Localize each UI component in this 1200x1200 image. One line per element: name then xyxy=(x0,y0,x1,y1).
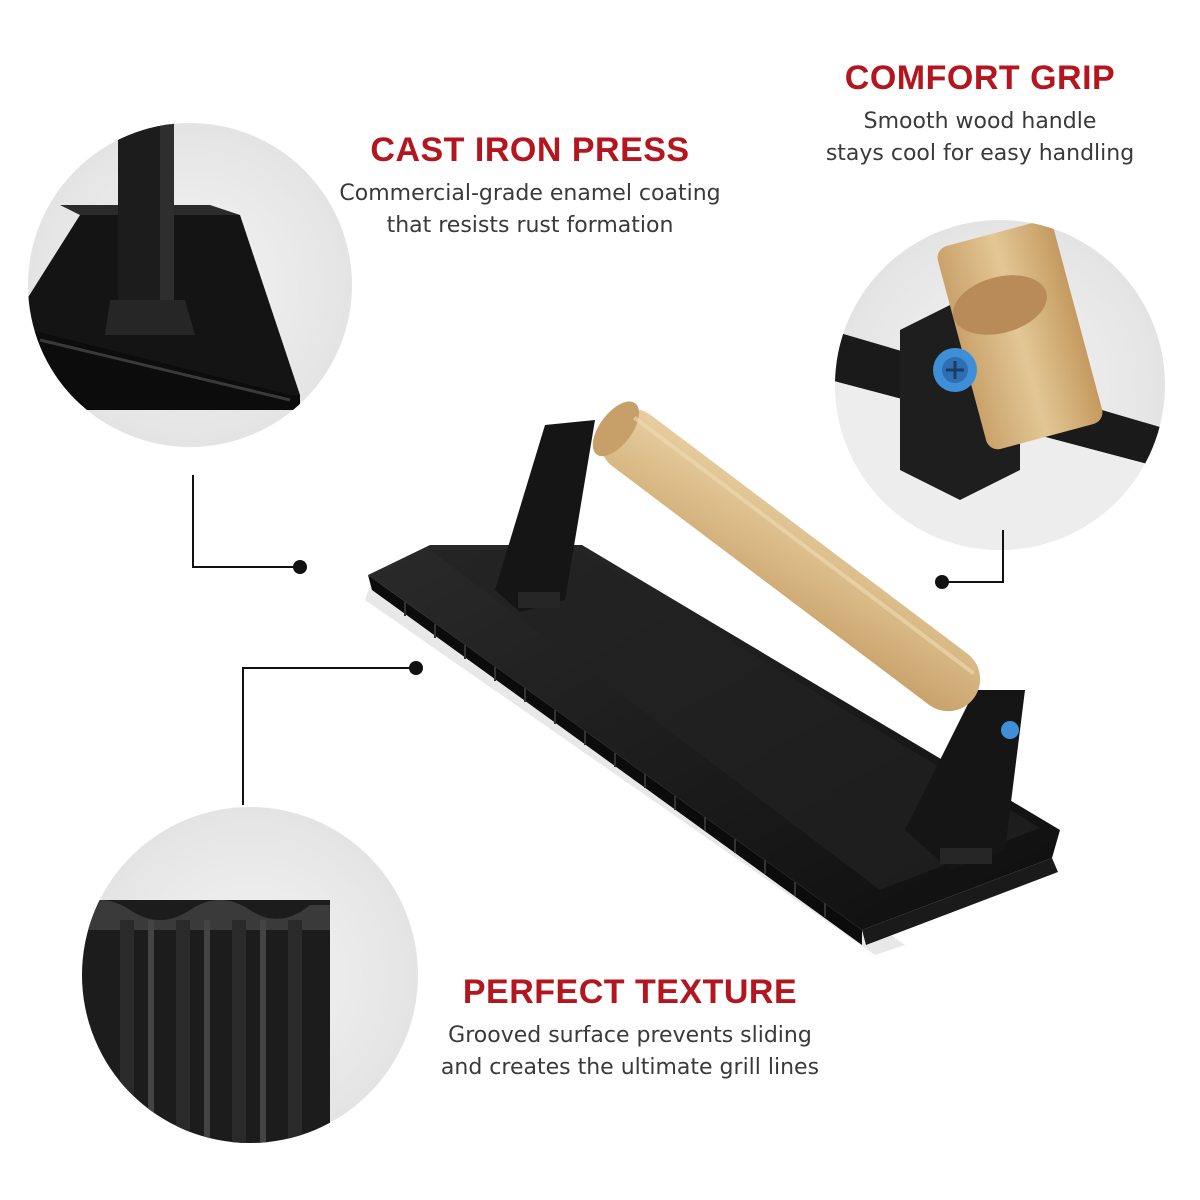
feature-title-texture: PERFECT TEXTURE xyxy=(462,973,798,1011)
feature-perfect-texture: PERFECT TEXTURE Grooved surface prevents… xyxy=(420,972,840,1084)
feature-line-2: that resists rust formation xyxy=(386,213,674,238)
grooved-surface-detail-circle xyxy=(82,807,418,1143)
wood-grip-detail-circle xyxy=(835,220,1165,550)
handle-base-detail-circle xyxy=(28,123,352,447)
feature-line-1: Smooth wood handle xyxy=(863,109,1097,134)
feature-line-1: Commercial-grade enamel coating xyxy=(339,181,721,206)
feature-line-2: and creates the ultimate grill lines xyxy=(440,1055,820,1080)
grill-press-illustration xyxy=(365,401,1060,955)
connector-texture xyxy=(242,661,423,805)
feature-comfort-grip: COMFORT GRIP Smooth wood handle stays co… xyxy=(800,58,1160,170)
feature-title-cast-iron: CAST IRON PRESS xyxy=(370,131,690,169)
connector-comfort-grip xyxy=(935,530,1004,589)
feature-title-comfort-grip: COMFORT GRIP xyxy=(844,59,1116,97)
feature-line-1: Grooved surface prevents sliding xyxy=(448,1023,812,1048)
feature-description-cast-iron: Commercial-grade enamel coating that res… xyxy=(330,178,730,242)
feature-description-texture: Grooved surface prevents sliding and cre… xyxy=(420,1020,840,1084)
feature-description-comfort-grip: Smooth wood handle stays cool for easy h… xyxy=(800,106,1160,170)
feature-line-2: stays cool for easy handling xyxy=(825,141,1135,166)
connector-cast-iron xyxy=(192,475,307,574)
feature-cast-iron-press: CAST IRON PRESS Commercial-grade enamel … xyxy=(330,130,730,242)
